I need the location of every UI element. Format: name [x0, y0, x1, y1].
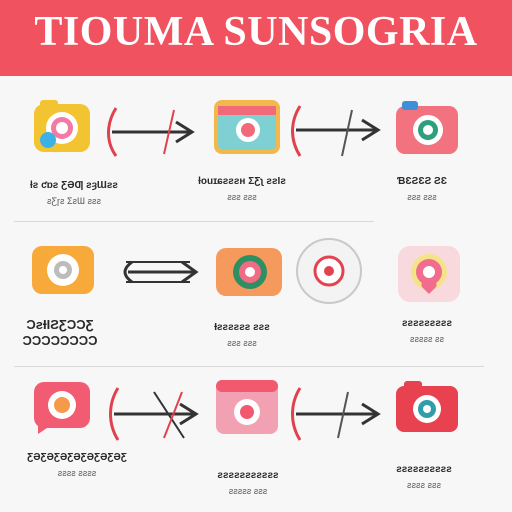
- caption-title: ƨƨƨƨƨƨƨƨƨƨƨ: [217, 470, 279, 481]
- caption-subtitle: ƨƨƨ ƨƨƨ: [407, 192, 437, 202]
- caption-title: ƆƨƗƖƧƸƆƆƸ: [26, 317, 94, 332]
- arrow-right-icon: [112, 252, 202, 292]
- caption-title: ƨƨƨƨƨƨƨƨƨƨ: [396, 464, 452, 475]
- caption-subtitle: ƨƸɼƨ ƩƨƜ ƨƨƨ: [46, 196, 102, 206]
- caption-subtitle: ƨƨƨ ƨƨƨ: [227, 192, 257, 202]
- page-title: TIOUMA SUNSOGRIA: [34, 9, 478, 55]
- camera-teal-instant-icon: [210, 96, 284, 158]
- caption-subtitle: ƨƨƨƨ ƨƨƨƨ: [57, 468, 97, 478]
- camera-yellow-lens-icon: [30, 98, 94, 158]
- arrow-right-icon: [104, 384, 202, 444]
- camera-pink-instant-icon: [212, 376, 282, 438]
- camera-pink-heart-icon: [394, 242, 464, 308]
- arrow-right-icon: [286, 102, 384, 160]
- caption-title: Ɨƨƨƨƨƨƨ ƨƨƨ: [214, 322, 270, 333]
- caption-title: ƚouɪɕƨƨƨʜ ƩƸʅ ƨƨƖƨ: [198, 176, 286, 187]
- caption-subtitle: ƨƨƨ ƨƨƨ: [227, 338, 257, 348]
- caption-subtitle: ƨƨƨƨƨ ƨƨ: [409, 334, 444, 344]
- camera-orange-icon: [28, 240, 98, 298]
- row-divider: [14, 366, 484, 367]
- caption-title: ƚƨ ƈɒƨ ƸƏƢ ƨȝƜƨƨ: [30, 180, 118, 191]
- lens-circle-icon: [294, 236, 364, 306]
- caption-subtitle: ƨƨƨƨ ƨƨƨ: [406, 480, 441, 490]
- caption-title: ƁƐƧƐƧ ƧƐ: [397, 176, 447, 187]
- caption-subtitle: ƨƨƨƨƨ ƨƨƨ: [228, 486, 268, 496]
- arrow-right-icon: [102, 104, 198, 160]
- row-divider: [14, 221, 374, 222]
- arrow-right-icon: [286, 384, 384, 444]
- header-banner: TIOUMA SUNSOGRIA: [0, 0, 512, 76]
- caption-title: ƸƏƸƏƸƏƸƏƸƏƸƏƸƏƸ: [27, 452, 127, 463]
- camera-pink-icon: [392, 98, 462, 158]
- caption-subtitle: ƆƆƆƆƆƆƆƆ: [22, 333, 98, 348]
- camera-orange-green-lens-icon: [212, 244, 286, 300]
- camera-pink-orange-lens-icon: [30, 378, 94, 436]
- camera-red-teal-lens-icon: [392, 378, 462, 438]
- caption-title: ƨƨƨƨƨƨƨƨƨ: [401, 318, 453, 329]
